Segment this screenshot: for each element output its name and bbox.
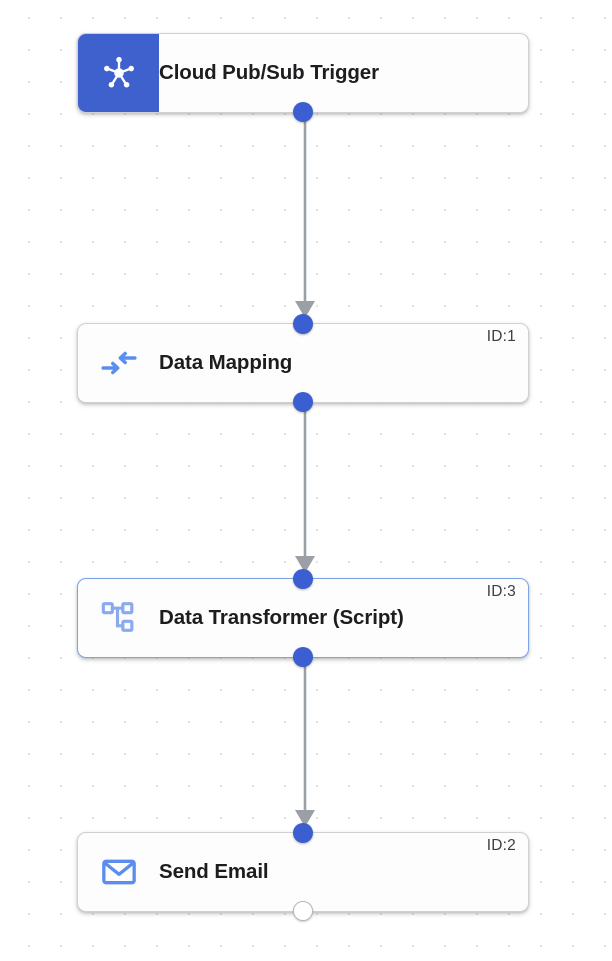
node-id-badge: ID:2: [486, 837, 516, 854]
node-output-port[interactable]: [293, 102, 313, 122]
node-input-port[interactable]: [293, 823, 313, 843]
node-output-port[interactable]: [293, 647, 313, 667]
node-output-port[interactable]: [293, 392, 313, 412]
workflow-node-data-mapping[interactable]: Data Mapping ID:1: [77, 314, 529, 412]
workflow-node-send-email[interactable]: Send Email ID:2: [77, 823, 529, 921]
node-id-badge: ID:3: [486, 583, 516, 600]
envelope-icon: [101, 859, 136, 885]
node-output-port[interactable]: [293, 901, 313, 921]
node-icon-panel: [78, 34, 159, 112]
node-input-port[interactable]: [293, 569, 313, 589]
node-id-badge: ID:1: [486, 328, 516, 345]
workflow-node-pubsub-trigger[interactable]: Cloud Pub/Sub Trigger: [77, 33, 529, 122]
data-mapping-arrows-icon: [100, 351, 137, 375]
workflow-node-data-transformer[interactable]: Data Transformer (Script) ID:3: [77, 569, 529, 667]
node-icon-slot: [78, 324, 159, 402]
node-icon-slot: [78, 579, 159, 657]
data-transformer-tree-icon: [101, 602, 133, 632]
node-input-port[interactable]: [293, 314, 313, 334]
pubsub-hub-icon: [103, 56, 134, 88]
node-label: Data Transformer (Script): [159, 606, 404, 629]
node-label: Send Email: [159, 860, 269, 883]
node-label: Data Mapping: [159, 351, 293, 374]
node-label: Cloud Pub/Sub Trigger: [159, 61, 379, 84]
node-icon-slot: [78, 833, 159, 911]
